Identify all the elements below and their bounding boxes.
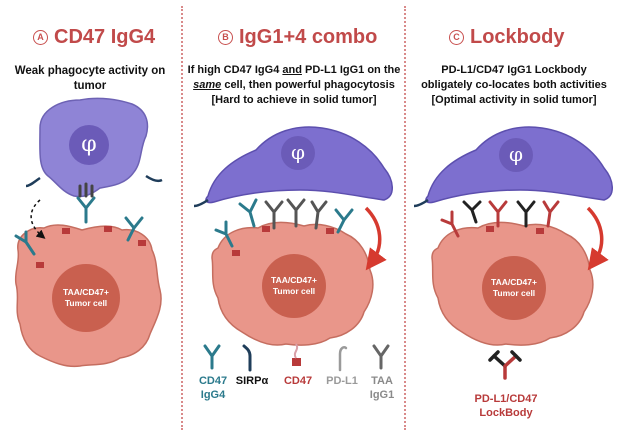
tumor-cell-a-nucleus [52,264,120,332]
cd47-igg4-antibody-icon [203,344,221,370]
panel-a-artwork [14,97,163,368]
panel-b-artwork [193,126,393,346]
panel-c-title: Lockbody [470,25,565,48]
panel-b-badge: B [218,29,233,45]
tumor-cell-a-label: TAA/CD47+Tumor cell [63,287,109,308]
phagocyte-a-nucleus [69,125,109,165]
panel-a-header: A CD47 IgG4 [33,24,155,50]
taa-igg1-antibody-icon [372,344,390,370]
legend-cd47: CD47 [283,375,313,387]
panel-c-artwork [413,126,613,346]
cd47-marker-icon [292,343,301,366]
panel-a-title: CD47 IgG4 [54,25,156,48]
phagocyte-c-symbol: φ [508,142,523,166]
panel-b-header: B IgG1+4 combo [218,24,377,50]
panel-b-title: IgG1+4 combo [239,25,378,48]
panel-c-badge: C [449,29,464,45]
sirpa-receptor-icon [242,344,252,372]
tumor-cell-b-nucleus [262,254,326,318]
phagocyte-a-symbol: φ [81,132,97,157]
panel-divider-right [404,6,406,430]
panel-c-header: C Lockbody [449,24,564,50]
panel-a-badge: A [33,29,48,45]
tumor-cell-c-label: TAA/CD47+Tumor cell [491,277,537,298]
phagocyte-b-symbol: φ [290,140,305,164]
legend-pd-l1: PD-L1 [326,375,358,387]
pd-l1-marker-icon [338,346,348,372]
panel-a-description: Weak phagocyte activity on tumor [14,65,166,92]
pd-l1-cd47-lockbody-icon [488,350,522,380]
phagocyte-b-nucleus [281,136,315,170]
panel-b-description: If high CD47 IgG4 and PD-L1 IgG1 on the … [187,64,401,106]
tumor-cell-c-nucleus [482,256,546,320]
tumor-cell-b-label: TAA/CD47+Tumor cell [271,275,317,296]
panel-c-description: PD-L1/CD47 IgG1 Lockbody obligately co-l… [421,64,607,106]
phagocyte-c-nucleus [499,138,533,172]
panel-divider-left [181,6,183,430]
legend-sirpa: SIRPα [235,375,269,387]
